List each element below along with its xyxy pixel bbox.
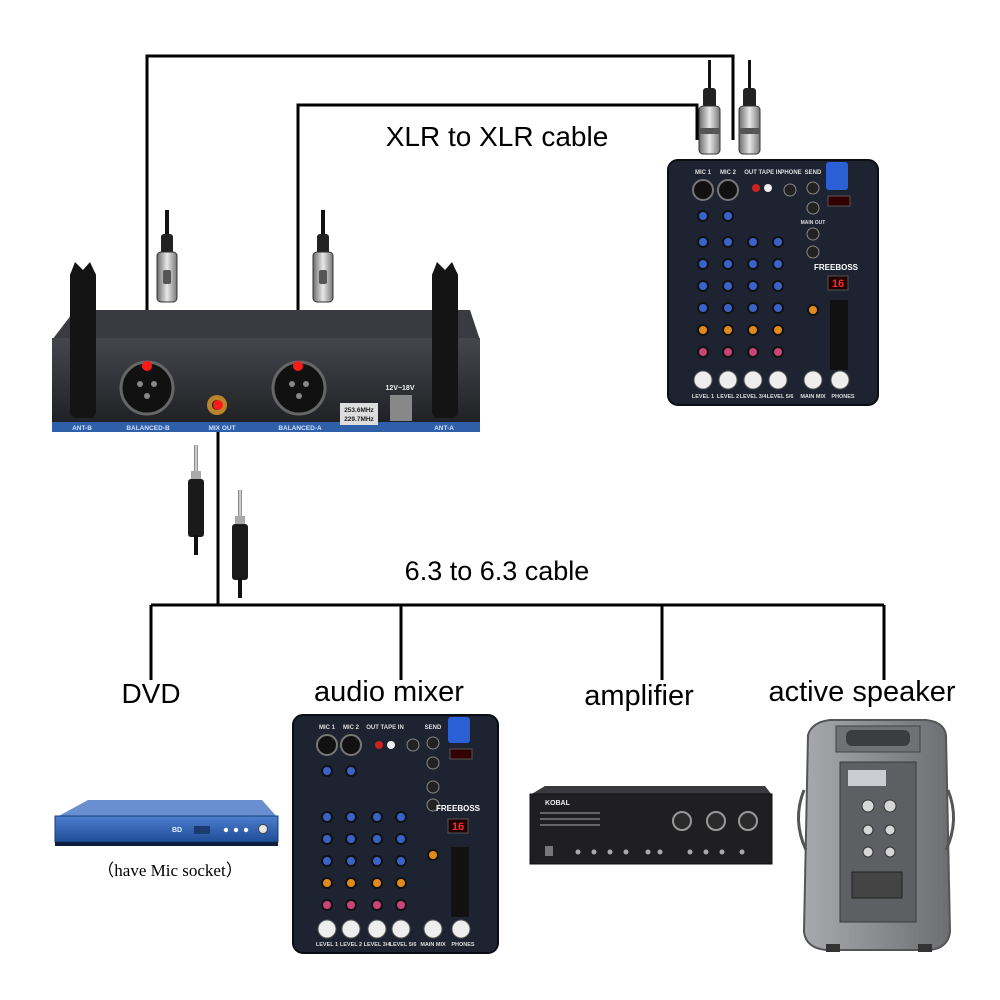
mixer-bottom-level-knobs (317, 919, 471, 939)
mixer-bottom-mic1: MIC 1 (319, 725, 336, 731)
connection-dot-balanced-b (142, 361, 152, 371)
mixer-bottom-vu-meter (451, 847, 469, 917)
xlr-female-plug-left (156, 210, 178, 303)
mixer-bottom-level34: LEVEL 3/4 (364, 942, 392, 948)
mixer-bottom-level1: LEVEL 1 (316, 942, 338, 948)
dvd-brand: BD (172, 827, 182, 834)
amplifier-unit: KOBAL (529, 786, 773, 865)
amplifier-brand: KOBAL (545, 800, 571, 807)
mix-out-label: MIX OUT (208, 425, 235, 432)
xlr-cable-label: XLR to XLR cable (386, 121, 609, 152)
dvd-display (194, 826, 210, 834)
mixer-top-level-knobs (693, 370, 850, 390)
receiver-stripe (52, 422, 480, 432)
dvd-mic-socket-note: （have Mic socket） (97, 861, 242, 880)
jack-wires (149, 405, 886, 680)
mixer-bottom-knob-grid (321, 765, 439, 911)
amplifier-label: amplifier (584, 680, 694, 712)
mixer-top-level1: LEVEL 1 (692, 394, 714, 400)
xlr-wires (145, 54, 735, 365)
amp-knob-3[interactable] (738, 811, 758, 831)
balanced-a-label: BALANCED-A (278, 425, 322, 432)
ant-b-label: ANT-B (72, 425, 92, 432)
xlr-male-plug-right (738, 60, 761, 155)
power-label: 12V~18V (386, 385, 415, 392)
xlr-wire-balanced-a (296, 103, 699, 365)
dvd-mic-socket[interactable] (258, 824, 268, 834)
mixer-bottom-level2: LEVEL 2 (340, 942, 362, 948)
mixer-bottom-brand: FREEBOSS (436, 804, 481, 813)
audio-mixer-label: audio mixer (314, 676, 464, 708)
amp-knob-1[interactable] (672, 811, 692, 831)
amp-front-jacks (575, 849, 745, 855)
mixer-top-brand: FREEBOSS (814, 263, 859, 272)
wireless-receiver: 253.6MHz 229.7MHz 12V~18V ANT-B BALANCED… (52, 262, 480, 432)
mixer-bottom-send: SEND (425, 725, 442, 731)
jack-plug-right (232, 490, 248, 598)
bluetooth-module-icon (448, 717, 470, 743)
amp-power-switch[interactable] (545, 846, 553, 856)
mixer-top-vu-meter (830, 300, 848, 370)
mixer-top-send: SEND (805, 170, 822, 176)
mic1-xlr-input[interactable] (692, 179, 714, 201)
frequency-1: 253.6MHz (344, 407, 374, 414)
mixer-top-tape: OUT TAPE IN (744, 170, 782, 176)
jack-cable-label: 6.3 to 6.3 cable (405, 556, 590, 586)
mixer-top-mic2: MIC 2 (720, 170, 737, 176)
mic1-xlr-input[interactable] (316, 734, 338, 756)
xlr-wire-balanced-b (145, 54, 735, 365)
mixer-top-display: 16 (832, 278, 844, 290)
mic2-xlr-input[interactable] (340, 734, 362, 756)
mixer-bottom-display: 16 (452, 821, 464, 833)
balanced-b-label: BALANCED-B (126, 425, 170, 432)
amp-knob-2[interactable] (706, 811, 726, 831)
xlr-male-plug-left (698, 60, 721, 155)
mixer-top-knob-grid (697, 210, 819, 358)
connection-dot-balanced-a (293, 361, 303, 371)
mixer-top-level2: LEVEL 2 (717, 394, 739, 400)
xlr-female-plug-right (312, 210, 334, 303)
mixer-top-main-mix: MAIN MIX (800, 394, 826, 400)
mixer-bottom-main-mix: MAIN MIX (420, 942, 446, 948)
ant-a-label: ANT-A (434, 425, 454, 432)
mixer-top-main-out: MAIN OUT (801, 220, 826, 226)
mixer-top-mic1: MIC 1 (695, 170, 712, 176)
mixer-top-phone: PHONE (780, 170, 801, 176)
antenna-left-icon (70, 262, 96, 418)
connection-dot-mix-out (213, 400, 223, 410)
mixer-top-level34: LEVEL 3/4 (740, 394, 768, 400)
dvd-label: DVD (121, 678, 180, 709)
bluetooth-module-icon (826, 162, 848, 190)
active-speaker-label: active speaker (769, 676, 956, 708)
mixer-bottom-level56: LEVEL 5/6 (390, 942, 417, 948)
antenna-right-icon (432, 262, 458, 418)
mixer-top-level56: LEVEL 5/6 (767, 394, 794, 400)
mixer-bottom-phones: PHONES (451, 942, 475, 948)
frequency-label-plate (340, 403, 378, 425)
speaker-handle-icon (846, 730, 910, 746)
jack-plug-left (188, 445, 204, 555)
audio-mixer-top: MIC 1 MIC 2 OUT TAPE IN PHONE SEND MAIN … (667, 159, 879, 406)
power-socket[interactable] (390, 395, 412, 421)
active-speaker (797, 719, 955, 952)
dvd-player: BD (54, 800, 279, 846)
audio-mixer-bottom: MIC 1 MIC 2 OUT TAPE IN SEND FREEBOSS 16 (292, 714, 499, 954)
mixer-bottom-tape: OUT TAPE IN (366, 725, 404, 731)
frequency-2: 229.7MHz (344, 416, 374, 423)
mixer-bottom-mic2: MIC 2 (343, 725, 360, 731)
mic2-xlr-input[interactable] (717, 179, 739, 201)
mixer-top-phones: PHONES (831, 394, 855, 400)
